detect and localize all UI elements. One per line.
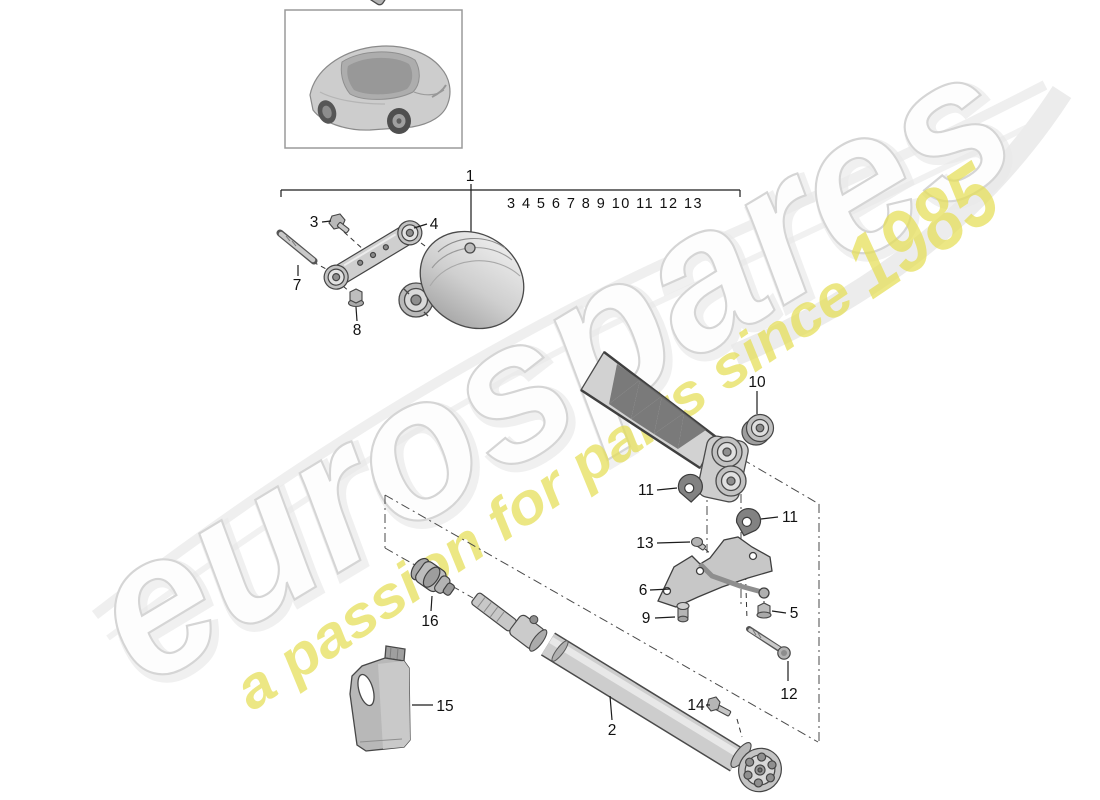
leader-line-16 (430, 595, 433, 612)
oil-container-part-15 (349, 645, 411, 752)
nut-part-5 (756, 602, 772, 619)
callout-3-label: 3 (310, 214, 319, 231)
callout-8-label: 8 (353, 322, 362, 339)
callout-6-label: 6 (639, 582, 648, 599)
bolt-part-9 (676, 601, 690, 623)
bolt-part-12 (746, 626, 791, 660)
swoosh-curve (91, 80, 1048, 619)
leader-line-5 (771, 610, 787, 614)
bushing-part-10 (741, 413, 775, 446)
pin-part-7 (276, 229, 318, 265)
callout-7-label: 7 (293, 277, 302, 294)
swoosh-curve (730, 86, 1072, 366)
leader-line-8 (355, 306, 358, 322)
stop-clip-part-11-right (735, 508, 762, 537)
group-callout-row: 3 4 5 6 7 8 9 10 11 12 13 (507, 195, 703, 212)
callout-10-label: 10 (748, 374, 766, 391)
callout-16-label: 16 (421, 613, 438, 630)
callout-13-label: 13 (636, 535, 653, 552)
car-illustration (309, 45, 451, 134)
swoosh-curve (106, 109, 1060, 641)
arm-bushing-block (697, 435, 749, 503)
background-watermark: eurospares eurospares a passion for part… (50, 4, 1072, 735)
callout-12-label: 12 (780, 686, 797, 703)
leader-line-3 (321, 220, 332, 223)
callout-1-label: 1 (466, 168, 475, 185)
front-differential-assembly (262, 0, 749, 503)
filler-plug (464, 242, 476, 254)
bolt-part-14 (706, 696, 732, 717)
leader-line-13 (656, 541, 691, 544)
leader-line-9 (654, 616, 676, 619)
bolt-part-3 (328, 213, 350, 234)
boot-part-16 (410, 557, 455, 596)
leader-line-11-left (656, 487, 678, 491)
header-bracket (280, 184, 741, 243)
leader-line-11-right (760, 516, 779, 520)
callout-14-label: 14 (687, 697, 705, 714)
brand-watermark: eurospares (51, 5, 1049, 727)
nut-part-8 (347, 288, 365, 308)
callout-5-label: 5 (790, 605, 799, 622)
vehicle-thumbnail (284, 9, 463, 149)
leader-lines (297, 220, 789, 721)
leader-line-2 (609, 695, 613, 721)
leader-line-4 (413, 223, 428, 229)
driveshaft-flange (738, 747, 782, 793)
driveshaft-part-2 (471, 592, 782, 793)
gear-carrier-body (262, 0, 387, 6)
support-arm (580, 351, 717, 470)
mounting-bracket-part-6 (657, 536, 773, 608)
callout-2-label: 2 (608, 722, 617, 739)
callout-11-right-label: 11 (782, 509, 798, 526)
leader-line-6 (649, 588, 671, 591)
callout-15-label: 15 (436, 698, 453, 715)
bolt-part-13 (690, 536, 706, 551)
callout-labels: 3 4 7 8 10 11 11 13 6 9 5 12 14 16 15 2 (293, 214, 799, 739)
callout-9-label: 9 (642, 610, 651, 627)
stop-clip-part-11-left (677, 473, 703, 503)
callout-4-label: 4 (430, 216, 439, 233)
callout-11-left-label: 11 (638, 482, 654, 499)
